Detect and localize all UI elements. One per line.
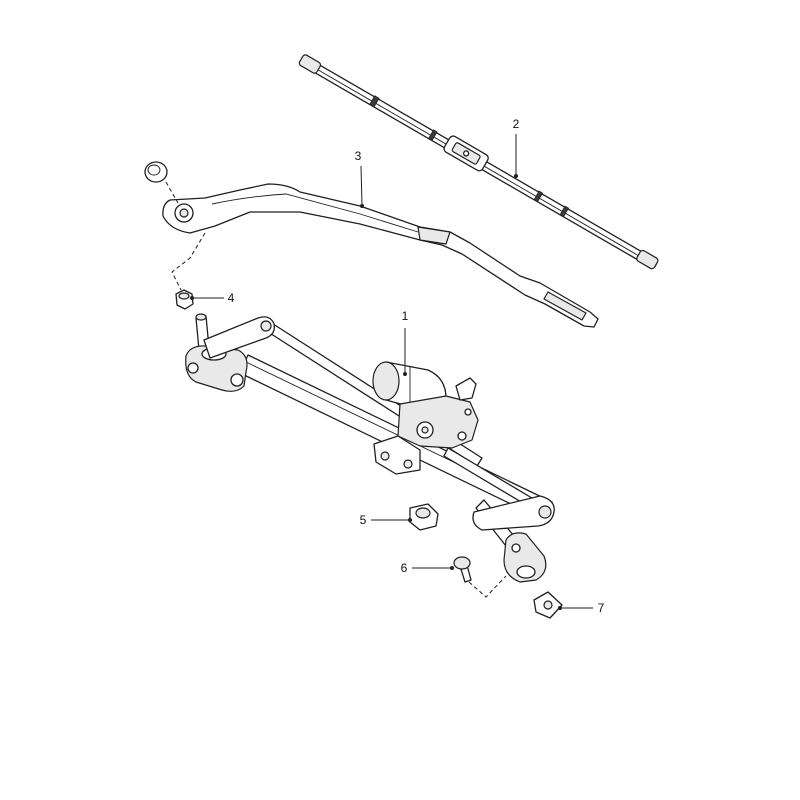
wiper-blade xyxy=(298,54,659,270)
gearbox-bolt xyxy=(464,408,472,416)
left-spindle-top xyxy=(195,313,207,321)
left-pivot-bolt xyxy=(187,362,199,374)
right-crank-pin xyxy=(538,505,552,519)
callout-group-1: 1 xyxy=(402,309,409,376)
right-pivot-collar xyxy=(516,565,536,579)
blade-segment-mark xyxy=(427,129,438,142)
clip xyxy=(533,591,563,619)
leader-dot-1 xyxy=(403,372,407,376)
nut xyxy=(409,503,439,531)
gearbox xyxy=(397,395,479,449)
callout-group-4: 4 xyxy=(190,291,235,305)
blade-segment-mark xyxy=(559,205,570,218)
callout-group-3: 3 xyxy=(355,149,364,208)
callout-6: 6 xyxy=(401,561,408,575)
pivot-nut xyxy=(175,289,194,310)
blade-end-cap-right xyxy=(636,249,659,270)
left-pivot-bolt xyxy=(230,373,244,387)
left-crank-pin xyxy=(260,320,272,332)
bolt-head xyxy=(453,556,471,570)
callout-4: 4 xyxy=(228,291,235,305)
blade-adapter-pin xyxy=(462,150,470,157)
left-crank-arm xyxy=(203,316,275,359)
blade-segment-mark xyxy=(533,190,544,203)
mounting-bracket-bolt xyxy=(380,451,390,461)
leader-dot-3 xyxy=(360,204,364,208)
arm-cap xyxy=(144,161,168,183)
clip-hole xyxy=(543,600,553,610)
wiper-arm-spring-cover xyxy=(417,226,451,245)
callout-group-5: 5 xyxy=(360,513,412,527)
callout-5: 5 xyxy=(360,513,367,527)
blade-end-cap-left xyxy=(298,54,322,74)
wiper-arm-edge-line xyxy=(211,193,419,233)
leader-dot-5 xyxy=(408,518,412,522)
callout-3: 3 xyxy=(355,149,362,163)
gearbox-bolt xyxy=(457,431,467,441)
leader-dot-2 xyxy=(514,174,518,178)
wiper-arm-pivot-hole xyxy=(179,208,189,218)
arm-cap-inner xyxy=(147,164,161,176)
blade-segment-mark xyxy=(369,95,380,108)
motor-connector xyxy=(455,377,477,401)
mounting-bracket-bolt xyxy=(403,459,413,469)
leader-line-3 xyxy=(360,165,363,207)
right-pivot-bolt xyxy=(511,543,521,553)
callout-group-6: 6 xyxy=(401,561,454,575)
nut-top xyxy=(415,507,431,519)
leader-dot-4 xyxy=(190,296,194,300)
callout-1: 1 xyxy=(402,309,409,323)
leader-dot-6 xyxy=(450,566,454,570)
nut-dashed-line xyxy=(171,232,206,291)
leader-dot-7 xyxy=(558,606,562,610)
bolt-dashed-line xyxy=(468,575,507,598)
linkage-motor-assembly xyxy=(185,313,555,583)
gearbox-crank-pin xyxy=(421,426,429,434)
callout-2: 2 xyxy=(513,117,520,131)
bolt xyxy=(453,556,472,583)
motor-end-cap xyxy=(372,361,400,401)
callout-7: 7 xyxy=(598,601,605,615)
pivot-nut-top xyxy=(178,292,190,300)
wiper-arm-body xyxy=(162,183,599,328)
callout-group-7: 7 xyxy=(558,601,605,615)
callout-group-2: 2 xyxy=(513,117,520,178)
right-crank-arm xyxy=(472,495,555,531)
wiper-arm-hook xyxy=(543,291,587,321)
wiper-arm xyxy=(162,183,599,328)
